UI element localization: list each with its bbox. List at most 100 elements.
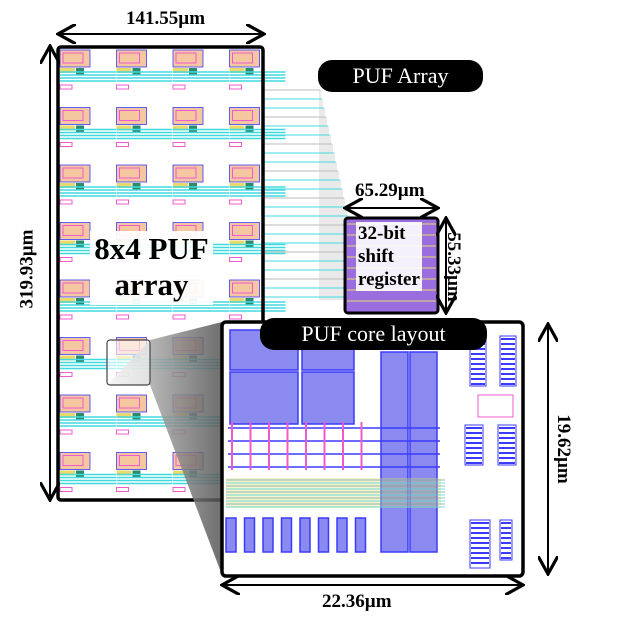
puf-array-title: PUF Array [318,60,483,92]
puf-cell-detail [116,487,129,492]
puf-cell-detail [116,413,132,418]
puf-cell-detail [173,125,188,131]
resistor-block [409,351,438,553]
puf-cell-detail [232,110,253,121]
capacitor-block [229,371,299,425]
puf-cell-detail [116,429,129,435]
sr-line2: shift [358,246,394,267]
puf-cell-detail [59,257,73,262]
puf-cell-detail [173,68,188,73]
array-label-line2: array [114,267,189,302]
sr-line3: register [358,269,420,290]
puf-cell-detail [60,470,75,476]
puf-cell-detail [229,125,245,131]
puf-cell-detail [116,314,129,320]
puf-cell-detail [59,372,73,377]
puf-cell-detail [172,314,186,320]
array-label: 8x4 PUF array [90,231,213,305]
puf-cell-detail [62,167,84,179]
puf-cell-detail [119,397,140,409]
puf-cell-detail [232,282,253,294]
puf-cell-detail [173,470,188,476]
zoom-projection [107,322,222,575]
puf-cell-detail [62,397,84,409]
transistor-block [299,517,311,553]
puf-cell-detail [62,455,84,466]
logic-cell [477,394,514,418]
puf-cell-detail [60,240,75,246]
sr-line1: 32-bit [358,223,406,244]
puf-cell-detail [229,240,245,246]
array-width-label: 141.55µm [126,8,206,29]
puf-cell-detail [60,125,75,131]
puf-cell-detail [229,199,242,205]
puf-cell-detail [60,183,75,188]
puf-cell-detail [60,68,75,73]
array-height-label: 319.93µm [16,229,38,309]
puf-cell-detail [62,225,84,236]
logic-cell [497,424,517,466]
puf-cell-detail [119,455,140,466]
puf-cell-detail [172,487,186,492]
puf-cell-detail [59,142,73,147]
puf-cell-detail [62,52,84,64]
shift-register-width-label: 65.29µm [355,180,425,201]
puf-cell-detail [229,257,242,262]
puf-cell-detail [229,183,245,188]
logic-cell [464,424,484,466]
puf-cell-detail [62,282,84,294]
puf-cell-detail [116,142,129,147]
puf-cell-detail [172,142,186,147]
logic-cell [469,519,491,569]
transistor-block [336,517,348,553]
puf-cell-detail [229,298,245,303]
puf-cell-detail [116,199,129,205]
transistor-block [262,517,274,553]
transistor-block [354,517,367,553]
puf-cell-detail [62,110,84,121]
puf-cell-detail [172,84,186,90]
puf-cell-detail [175,110,197,121]
puf-cell-detail [59,314,73,320]
puf-cell-detail [229,314,242,320]
puf-cell-detail [116,68,132,73]
transistor-block [317,517,330,553]
puf-cell-detail [59,84,73,90]
puf-cell-detail [232,225,253,236]
puf-cell-detail [62,340,84,351]
puf-core-title: PUF core layout [260,318,487,350]
puf-cell-detail [229,142,242,147]
puf-cell-detail [119,167,140,179]
array-label-line1: 8x4 PUF [94,231,209,266]
puf-cell-detail [116,84,129,90]
puf-cell-detail [116,183,132,188]
puf-cell-detail [173,183,188,188]
logic-cell [499,519,513,561]
zoom-source-region [106,339,151,386]
puf-cell-detail [119,52,140,64]
transistor-block [225,517,237,553]
puf-cell-detail [229,84,242,90]
puf-cell-detail [175,52,197,64]
puf-cell-detail [229,68,245,73]
core-height-label: 19.62µm [552,414,574,484]
puf-cell-detail [232,167,253,179]
puf-cell-detail [119,110,140,121]
resistor-block [380,351,409,553]
puf-cell-detail [116,470,132,476]
core-yellow-region [226,478,441,508]
logic-cell [499,335,517,387]
puf-cell-detail [116,125,132,131]
transistor-block [280,517,293,553]
capacitor-block [301,371,355,425]
puf-cell-detail [172,199,186,205]
puf-cell-detail [175,167,197,179]
shift-register-label: 32-bit shift register [356,222,422,291]
puf-cell-detail [59,429,73,435]
core-width-label: 22.36µm [322,591,392,612]
transistor-block [243,517,256,553]
puf-cell-detail [59,199,73,205]
puf-cell-detail [59,487,73,492]
